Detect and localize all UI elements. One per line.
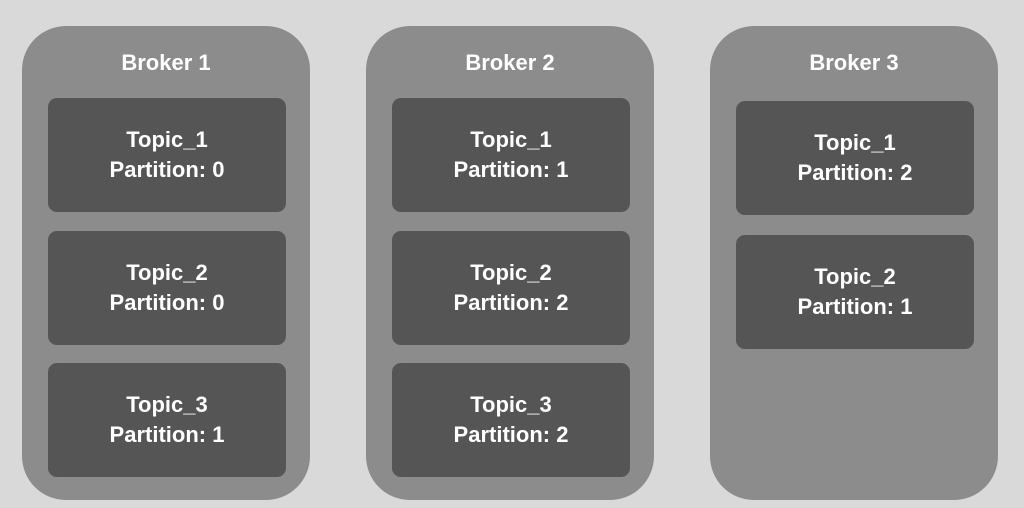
partition-label: Partition: 0 xyxy=(109,290,225,315)
partition-box: Topic_3 Partition: 1 xyxy=(48,363,286,477)
partition-box: Topic_2 Partition: 0 xyxy=(48,231,286,345)
partition-label: Partition: 2 xyxy=(453,422,569,447)
topic-label: Topic_1 xyxy=(814,130,896,155)
partition-box: Topic_1 Partition: 1 xyxy=(392,98,630,212)
partition-box: Topic_1 Partition: 0 xyxy=(48,98,286,212)
partition-box: Topic_1 Partition: 2 xyxy=(736,101,974,215)
topic-label: Topic_3 xyxy=(126,392,208,417)
broker-card-3: Broker 3 Topic_1 Partition: 2 Topic_2 Pa… xyxy=(710,26,998,500)
partition-box: Topic_3 Partition: 2 xyxy=(392,363,630,477)
topic-label: Topic_1 xyxy=(126,127,208,152)
partition-box: Topic_2 Partition: 1 xyxy=(736,235,974,349)
broker-card-2: Broker 2 Topic_1 Partition: 1 Topic_2 Pa… xyxy=(366,26,654,500)
partition-label: Partition: 1 xyxy=(453,157,569,182)
partition-box: Topic_2 Partition: 2 xyxy=(392,231,630,345)
topic-label: Topic_1 xyxy=(470,127,552,152)
topic-label: Topic_2 xyxy=(470,260,552,285)
partition-label: Partition: 1 xyxy=(797,294,913,319)
broker-card-1: Broker 1 Topic_1 Partition: 0 Topic_2 Pa… xyxy=(22,26,310,500)
topic-label: Topic_3 xyxy=(470,392,552,417)
partition-label: Partition: 0 xyxy=(109,157,225,182)
topic-label: Topic_2 xyxy=(126,260,208,285)
partition-label: Partition: 2 xyxy=(453,290,569,315)
partition-label: Partition: 1 xyxy=(109,422,225,447)
broker-title: Broker 1 xyxy=(121,50,211,75)
partition-label: Partition: 2 xyxy=(797,160,913,185)
broker-title: Broker 3 xyxy=(809,50,899,75)
topic-label: Topic_2 xyxy=(814,264,896,289)
broker-title: Broker 2 xyxy=(465,50,555,75)
